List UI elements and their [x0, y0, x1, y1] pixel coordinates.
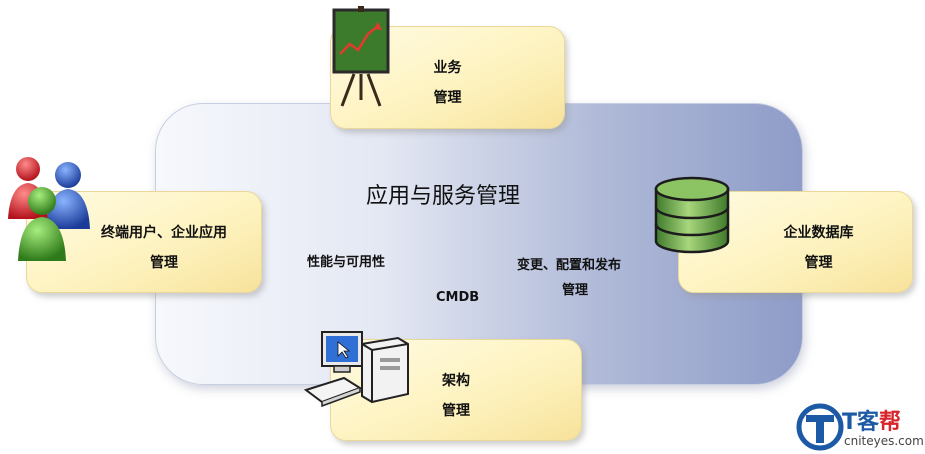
- box-enduser-line2: 管理: [150, 255, 178, 271]
- watermark-brand-text: T客帮: [842, 410, 902, 435]
- computer-icon: [304, 331, 409, 408]
- watermark-brand: T客帮: [842, 404, 901, 436]
- watermark-brand-accent: 帮: [879, 410, 902, 435]
- label-performance: 性能与可用性: [307, 255, 386, 270]
- box-database-line1: 企业数据库: [783, 225, 854, 241]
- label-cmdb: CMDB: [436, 290, 480, 305]
- label-change-manage: 管理: [562, 283, 589, 298]
- logo-emblem-icon: [796, 403, 844, 451]
- label-change: 变更、配置和发布: [517, 258, 622, 273]
- box-business-line1: 业务: [433, 60, 462, 76]
- watermark-url: cniteyes.com: [844, 434, 924, 448]
- box-architecture-line2: 管理: [442, 403, 470, 419]
- watermark-logo: T客帮 cniteyes.com: [796, 400, 924, 454]
- box-enduser-line1: 终端用户、企业应用: [101, 225, 227, 241]
- database-icon: [654, 176, 730, 254]
- box-database-line2: 管理: [804, 255, 833, 271]
- easel-chart-icon: [332, 6, 390, 107]
- center-title: 应用与服务管理: [366, 184, 521, 209]
- box-business-line2: 管理: [433, 90, 462, 106]
- box-architecture-line1: 架构: [442, 373, 470, 389]
- users-group-icon: [8, 157, 90, 261]
